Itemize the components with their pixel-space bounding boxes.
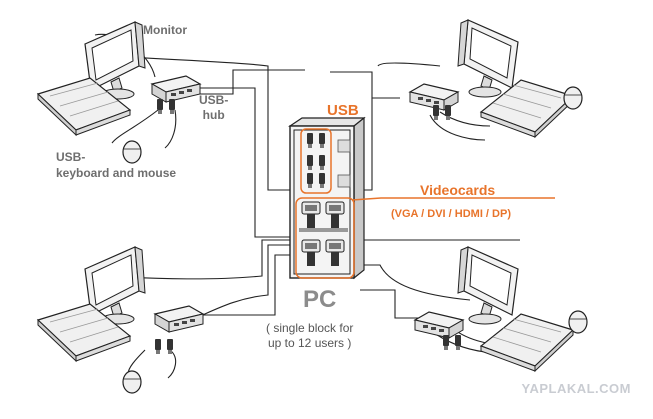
workstation-bottom-right: [414, 246, 588, 372]
usb-hub-label: USB- hub: [199, 93, 229, 122]
videocards-highlight-box: [295, 197, 355, 279]
usb-highlight-box: [300, 128, 332, 194]
pc-subtitle: ( single block for up to 12 users ): [266, 321, 354, 350]
monitor-label: Monitor: [143, 23, 187, 37]
highlight-boxes: [295, 128, 555, 279]
workstation-top-right: [409, 19, 583, 138]
usb-keyboard-mouse-label: USB- keyboard and mouse: [56, 150, 177, 180]
usb-label: USB: [327, 102, 359, 119]
workstation-bottom-left: [37, 246, 204, 394]
workstation-top-left: [37, 21, 201, 164]
watermark: YAPLAKAL.COM: [521, 381, 631, 396]
videocards-types-label: (VGA / DVI / HDMI / DP): [391, 208, 511, 220]
pc-label: PC: [303, 286, 337, 313]
videocards-label: Videocards: [420, 182, 496, 198]
